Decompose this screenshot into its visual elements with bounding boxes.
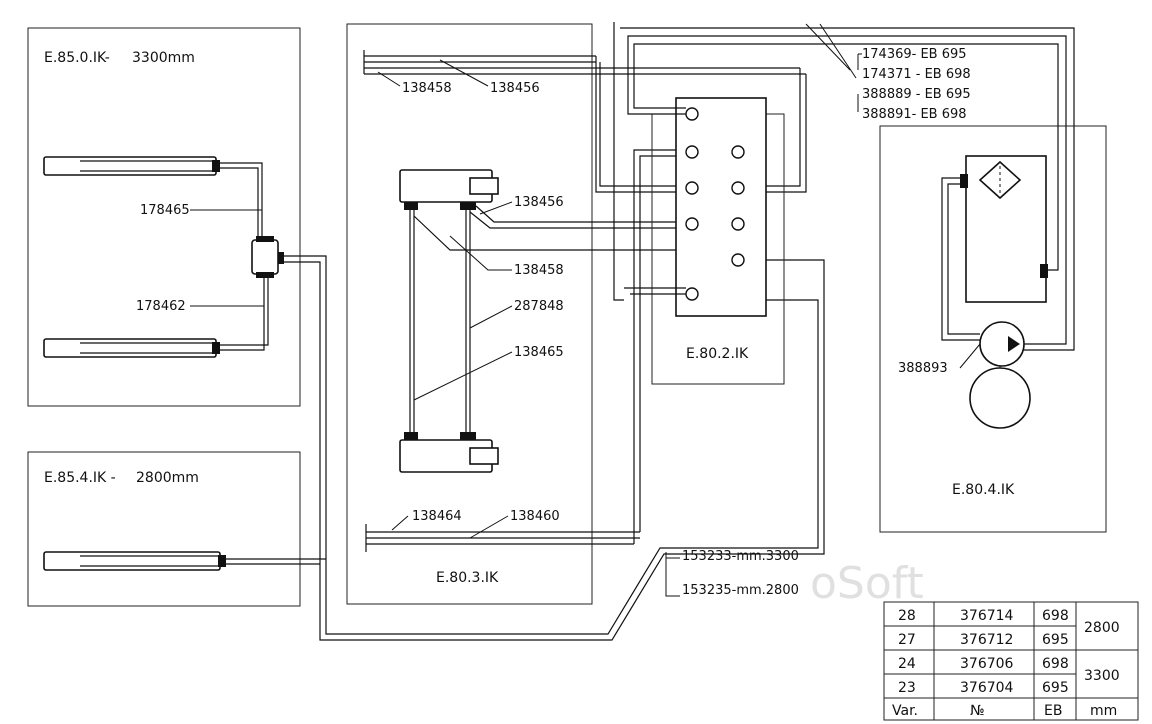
unit-e850-length: 3300mm: [132, 50, 195, 66]
label-388889: 388889 - EB 695: [862, 87, 971, 102]
label-388893: 388893: [898, 361, 948, 376]
valve-ports: [685, 107, 745, 301]
table-row-1-no: 376712: [960, 632, 1013, 648]
table-mm-2800: 2800: [1084, 620, 1120, 636]
table-row-1-eb: 695: [1042, 632, 1069, 648]
unit-e854-length: 2800mm: [136, 470, 199, 486]
label-174369: 174369- EB 695: [862, 47, 967, 62]
table-header-mm: mm: [1090, 703, 1117, 719]
table-row-2-var: 24: [898, 656, 916, 672]
unit-e803-label: E.80.3.IK: [436, 570, 499, 586]
cylinder-e850-top: [43, 156, 263, 236]
label-138458-mid: 138458: [514, 263, 564, 278]
hose-174369: [633, 43, 1059, 271]
table-header-eb: EB: [1044, 703, 1062, 719]
pipe-rail-bottom: [365, 149, 690, 552]
label-138458-top: 138458: [402, 81, 452, 96]
label-138456-top: 138456: [490, 81, 540, 96]
motor-icon: [969, 366, 1031, 429]
table-row-0-var: 28: [898, 608, 916, 624]
watermark: oSoft: [810, 558, 924, 609]
unit-e804-frame: [879, 125, 1107, 533]
unit-e854-label: E.85.4.IK -: [44, 470, 116, 486]
tee-fitting: [251, 236, 284, 278]
unit-e802-label: E.80.2.IK: [686, 346, 749, 362]
table-row-2-no: 376706: [960, 656, 1014, 672]
table-row-3-var: 23: [898, 680, 916, 696]
cylinder-e850-bottom: [43, 276, 269, 358]
label-178462: 178462: [136, 299, 186, 314]
table-row-0-no: 376714: [960, 608, 1014, 624]
cylinder-e854: [43, 551, 226, 571]
label-153233: 153233-mm.3300: [682, 549, 799, 564]
label-138465: 138465: [514, 345, 564, 360]
hose-153233: [284, 255, 819, 635]
table-row-3-eb: 695: [1042, 680, 1069, 696]
pump-icon: [979, 321, 1025, 367]
label-287848: 287848: [514, 299, 564, 314]
table-row-0-eb: 698: [1042, 608, 1069, 624]
label-138456-mid: 138456: [514, 195, 564, 210]
unit-e804-label: E.80.4.IK: [952, 482, 1015, 498]
unit-e854-frame: [27, 451, 301, 607]
table-mm-3300: 3300: [1084, 668, 1120, 684]
unit-e850-label: E.85.0.IK-: [44, 50, 110, 66]
label-178465: 178465: [140, 203, 190, 218]
hose-388889: [627, 35, 1067, 345]
label-138464: 138464: [412, 509, 462, 524]
table-row-2-eb: 698: [1042, 656, 1069, 672]
unit-e803-frame: [346, 23, 593, 605]
variant-table: 28 376714 698 27 376712 695 24 376706 69…: [883, 601, 1139, 721]
valve-block-e802: [675, 97, 767, 317]
label-174371: 174371 - EB 698: [862, 67, 971, 82]
cylinder-e803-bottom: [399, 432, 499, 473]
table-header-var: Var.: [892, 703, 918, 719]
hose-153235: [284, 259, 825, 641]
unit-e850-frame: [27, 27, 301, 407]
filter-icon: [960, 160, 1048, 278]
table-row-3-no: 376704: [960, 680, 1014, 696]
table-header-no: №: [970, 703, 985, 719]
cylinder-e803-top: [399, 169, 499, 210]
label-388891: 388891- EB 698: [862, 107, 967, 122]
label-138460: 138460: [510, 509, 560, 524]
label-153235: 153235-mm.2800: [682, 583, 799, 598]
table-row-1-var: 27: [898, 632, 916, 648]
